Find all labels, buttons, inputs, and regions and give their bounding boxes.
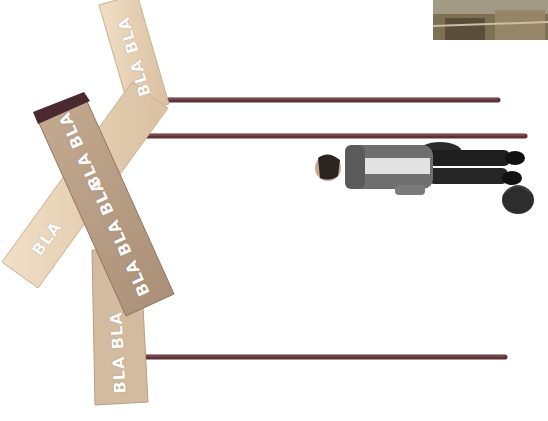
pole — [100, 99, 525, 357]
photo-thumbnail — [433, 0, 548, 40]
person — [315, 142, 534, 214]
sign-board — [38, 99, 174, 316]
